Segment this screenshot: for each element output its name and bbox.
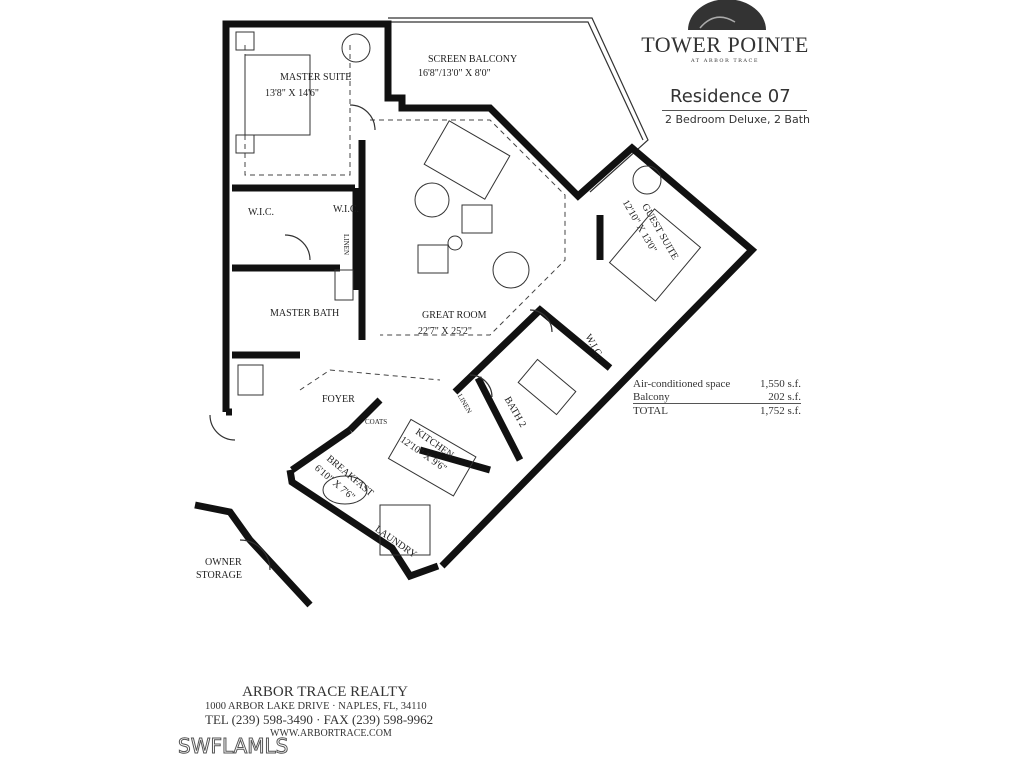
area-row: Balcony 202 s.f. <box>633 391 801 404</box>
room-name: OWNER <box>205 557 242 568</box>
room-linen-1: LINEN <box>342 234 350 255</box>
room-size: 16'8"/13'0" X 8'0" <box>418 68 491 79</box>
room-name: STORAGE <box>196 570 242 581</box>
room-size: 22'7" X 25'2" <box>418 326 472 337</box>
company-name: ARBOR TRACE REALTY <box>242 684 408 700</box>
watermark: SWFLAMLS <box>177 734 289 759</box>
area-row: Air-conditioned space 1,550 s.f. <box>633 378 801 390</box>
room-screen-balcony: SCREEN BALCONY 16'8"/13'0" X 8'0" <box>418 54 517 79</box>
area-label: TOTAL <box>633 405 668 417</box>
interior-walls <box>232 140 613 474</box>
doors <box>209 104 553 571</box>
room-bath-2: BATH 2 <box>502 395 528 430</box>
company-address: 1000 ARBOR LAKE DRIVE · NAPLES, FL, 3411… <box>205 701 427 712</box>
room-guest-suite: GUEST SUITE 12'10" X 13'0" <box>620 198 680 262</box>
room-linen-2: LINEN <box>456 393 473 415</box>
screen-balcony-outline <box>388 17 649 193</box>
residence-title: Residence 07 <box>670 86 791 107</box>
room-name: GREAT ROOM <box>422 310 487 321</box>
area-label: Balcony <box>633 391 670 403</box>
company-phone: TEL (239) 598-3490 · FAX (239) 598-9962 <box>205 712 434 727</box>
room-master-bath: MASTER BATH <box>270 308 339 319</box>
room-great-room: GREAT ROOM 22'7" X 25'2" <box>418 310 487 337</box>
room-name: MASTER SUITE <box>280 72 351 83</box>
tower-pointe-logo <box>688 0 766 30</box>
room-wic-master: W.I.C. <box>248 207 274 218</box>
room-wic-master-2: W.I.C. <box>333 204 359 215</box>
company-website: WWW.ARBORTRACE.COM <box>270 728 392 739</box>
area-value: 1,550 s.f. <box>760 378 801 390</box>
area-value: 1,752 s.f. <box>760 405 801 417</box>
residence-description: 2 Bedroom Deluxe, 2 Bath <box>665 113 811 126</box>
room-size: 13'8" X 14'6" <box>265 88 319 99</box>
area-value: 202 s.f. <box>768 391 801 403</box>
room-kitchen: KITCHEN 12'10" X 9'6" <box>398 427 455 475</box>
footer: ARBOR TRACE REALTY 1000 ARBOR LAKE DRIVE… <box>195 684 455 739</box>
room-coats: COATS <box>365 418 387 426</box>
exterior-walls <box>194 20 758 608</box>
area-label: Air-conditioned space <box>633 378 731 390</box>
divider <box>662 110 807 111</box>
room-owner-storage: OWNER STORAGE <box>196 557 242 581</box>
furniture <box>235 31 702 556</box>
brand-subtitle: AT ARBOR TRACE <box>690 58 760 64</box>
room-master-suite: MASTER SUITE 13'8" X 14'6" <box>265 72 351 99</box>
room-foyer: FOYER <box>322 394 355 405</box>
area-row-total: TOTAL 1,752 s.f. <box>633 405 801 417</box>
brand-name: TOWER POINTE <box>641 32 809 57</box>
room-name: SCREEN BALCONY <box>428 54 517 65</box>
